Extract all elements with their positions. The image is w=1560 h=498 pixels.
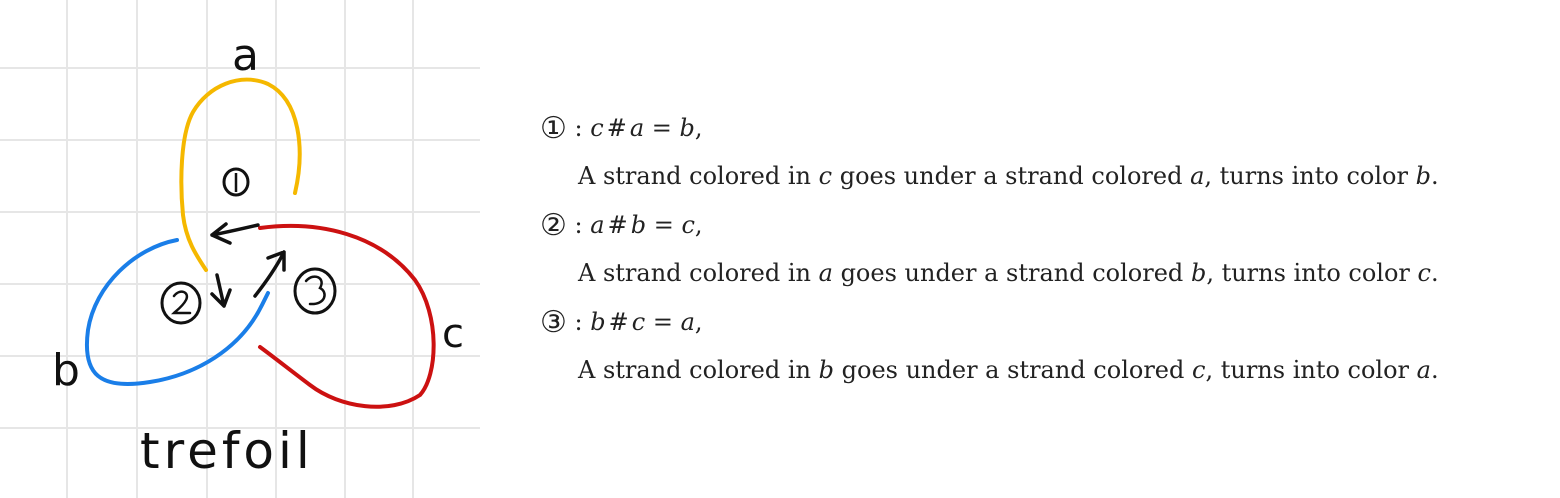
arrow-up-icon <box>253 250 286 298</box>
rule-1: ① : c#a = b, <box>540 104 1550 152</box>
arrow-left-icon <box>210 222 260 245</box>
rule-end: , <box>694 211 703 239</box>
arrow-down-icon <box>210 273 232 308</box>
circled-number-2: ② <box>540 208 567 243</box>
desc-text: . <box>1430 356 1439 384</box>
rule-eq: = <box>652 308 673 336</box>
rule-lhs-a: c <box>590 114 604 142</box>
desc-text: A strand colored in <box>578 259 811 287</box>
desc-var: c <box>1192 356 1206 384</box>
desc-text: goes under a strand colored <box>841 356 1185 384</box>
rule-2: ② : a#b = c, <box>540 201 1550 249</box>
rule-3: ③ : b#c = a, <box>540 298 1550 346</box>
rule-eq: = <box>653 211 674 239</box>
desc-var: b <box>1415 162 1431 190</box>
rule-rhs: c <box>681 211 695 239</box>
rule-op: # <box>607 211 628 239</box>
rule-lhs-a: a <box>590 211 605 239</box>
rule-lhs-b: b <box>630 211 647 239</box>
desc-var: a <box>1416 356 1431 384</box>
grid <box>0 0 480 498</box>
circled-number-1: ① <box>540 111 567 146</box>
rules-list: ① : c#a = b, A strand colored in c goes … <box>540 104 1550 395</box>
crossing-mark-2 <box>160 281 202 325</box>
label-b: b <box>52 345 80 396</box>
label-trefoil: trefoil <box>140 422 314 480</box>
rule-2-description: A strand colored in a goes under a stran… <box>540 249 1550 298</box>
label-c: c <box>442 311 464 357</box>
rule-eq: = <box>651 114 672 142</box>
desc-var: c <box>1417 259 1431 287</box>
rule-separator: : <box>574 211 583 239</box>
strand-b <box>84 238 270 387</box>
rule-3-description: A strand colored in b goes under a stran… <box>540 346 1550 395</box>
desc-var: a <box>818 259 833 287</box>
desc-text: A strand colored in <box>578 162 811 190</box>
rule-lhs-b: a <box>629 114 645 142</box>
crossing-mark-3 <box>293 267 337 315</box>
rule-1-description: A strand colored in c goes under a stran… <box>540 152 1550 201</box>
desc-var: c <box>818 162 833 190</box>
circled-number-3: ③ <box>540 305 567 340</box>
rule-rhs: b <box>679 114 695 142</box>
desc-var: b <box>818 356 834 384</box>
rule-separator: : <box>574 308 583 336</box>
rule-op: # <box>606 114 627 142</box>
rule-end: , <box>694 114 703 142</box>
desc-var: b <box>1190 259 1207 287</box>
strand-c <box>258 224 436 409</box>
desc-text: . <box>1430 162 1439 190</box>
strand-a <box>179 77 302 272</box>
desc-text: . <box>1430 259 1439 287</box>
rule-op: # <box>608 308 629 336</box>
rule-rhs: a <box>680 308 695 336</box>
desc-text: A strand colored in <box>578 356 811 384</box>
rule-lhs-a: b <box>590 308 606 336</box>
rule-separator: : <box>574 114 583 142</box>
desc-text: , turns into color <box>1204 162 1408 190</box>
trefoil-diagram: a b c trefoil <box>0 0 480 498</box>
rule-end: , <box>694 308 703 336</box>
desc-text: , turns into color <box>1206 259 1410 287</box>
crossing-mark-1 <box>222 167 250 197</box>
label-a: a <box>232 30 259 81</box>
desc-text: goes under a strand colored <box>840 259 1184 287</box>
rule-lhs-b: c <box>631 308 646 336</box>
arrows <box>210 222 286 308</box>
desc-text: goes under a strand colored <box>839 162 1183 190</box>
desc-var: a <box>1190 162 1205 190</box>
desc-text: , turns into color <box>1205 356 1410 384</box>
